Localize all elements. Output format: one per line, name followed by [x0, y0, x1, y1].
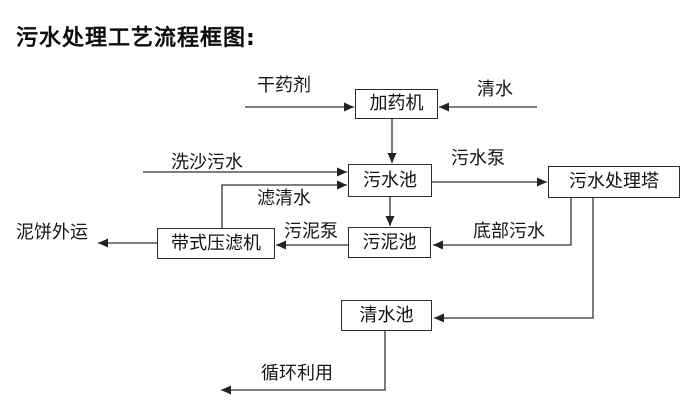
label-dry-chemical: 干药剂	[257, 75, 311, 96]
label-bottom-sewage: 底部污水	[473, 221, 545, 242]
arrow-clear-water-pool-to-recycling	[221, 331, 386, 395]
label-recycling: 循环利用	[261, 363, 333, 384]
arrow-filtered-water-to-sewage-pool	[221, 180, 347, 228]
label-sludge-pump: 污泥泵	[284, 221, 338, 242]
node-dosing-machine: 加药机	[355, 89, 438, 119]
label-mud-cake-outbound: 泥饼外运	[16, 222, 88, 243]
node-sewage-pool: 污水池	[348, 164, 432, 197]
page-title: 污水处理工艺流程框图:	[16, 26, 256, 51]
label-filtered-water: 滤清水	[257, 188, 311, 209]
node-sewage-treatment-tower: 污水处理塔	[548, 166, 680, 198]
arrow-bottom-sewage-to-sludge-pool	[433, 198, 572, 250]
node-belt-filter-press: 带式压滤机	[157, 228, 275, 259]
arrow-tower-to-clear-water-pool	[434, 198, 594, 323]
node-sludge-pool: 污泥池	[348, 227, 431, 258]
node-clear-water-pool: 清水池	[341, 300, 432, 331]
label-sand-washing-sewage: 洗沙污水	[171, 152, 243, 173]
label-clear-water: 清水	[477, 79, 513, 100]
label-sewage-pump: 污水泵	[451, 148, 505, 169]
